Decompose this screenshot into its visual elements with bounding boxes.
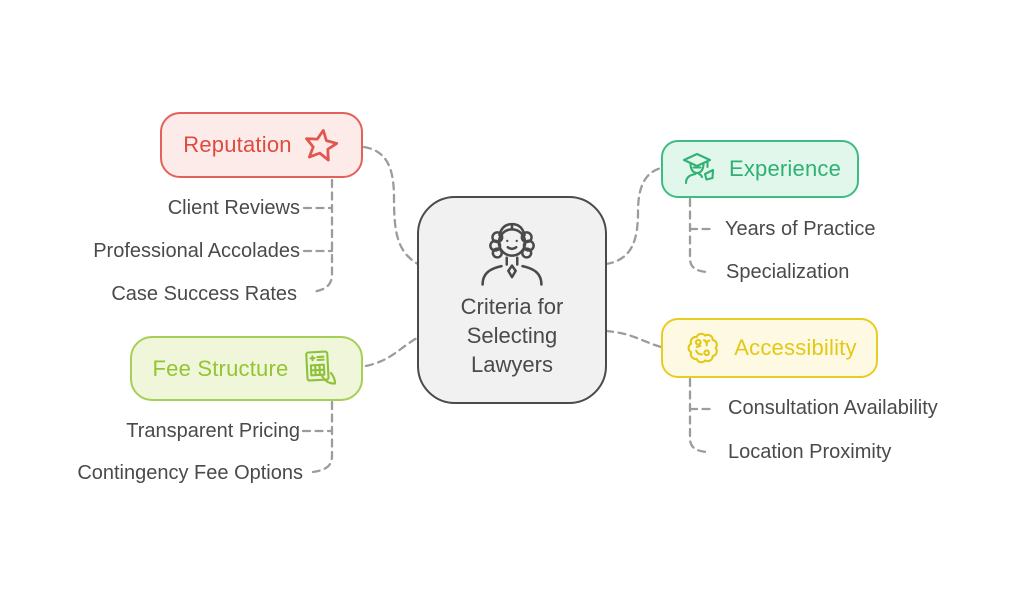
center-node[interactable]: Criteria for Selecting Lawyers [417, 196, 607, 404]
receipt-hand-icon [305, 350, 337, 385]
connector-reputation-center [362, 145, 420, 266]
branch-reputation-label: Reputation [183, 132, 292, 157]
connector-fee-children [311, 400, 334, 474]
connector-accessibility-children [688, 377, 709, 454]
connector-experience-children [688, 197, 709, 274]
star-icon [304, 129, 338, 162]
leaf-specialization[interactable]: Specialization [726, 261, 850, 283]
leaf-consultation-availability[interactable]: Consultation Availability [728, 397, 938, 419]
connector-center-accessibility [604, 329, 663, 349]
branch-reputation[interactable]: Reputation [160, 112, 363, 178]
branch-fee-structure[interactable]: Fee Structure [130, 336, 363, 401]
leaf-years-of-practice[interactable]: Years of Practice [725, 218, 876, 240]
lawyer-wig-icon [481, 222, 543, 286]
graduate-icon [682, 152, 715, 185]
leaf-location-proximity[interactable]: Location Proximity [728, 441, 892, 463]
flower-figures-icon [687, 332, 719, 364]
branch-experience-label: Experience [728, 156, 842, 181]
leaf-client-reviews[interactable]: Client Reviews [167, 197, 300, 219]
connector-reputation-children [310, 178, 334, 294]
leaf-professional-accolades[interactable]: Professional Accolades [93, 240, 300, 262]
connector-fee-center [364, 336, 419, 368]
leaf-case-success-rates[interactable]: Case Success Rates [111, 283, 297, 305]
branch-accessibility[interactable]: Accessibility [661, 318, 878, 378]
center-node-title: Criteria for Selecting Lawyers [460, 294, 564, 377]
leaf-transparent-pricing[interactable]: Transparent Pricing [126, 420, 300, 442]
branch-accessibility-label: Accessibility [734, 335, 857, 360]
connector-center-experience [604, 166, 663, 266]
leaf-contingency-fee-options[interactable]: Contingency Fee Options [77, 462, 303, 484]
branch-experience[interactable]: Experience [661, 140, 859, 198]
branch-fee-structure-label: Fee Structure [152, 355, 289, 381]
